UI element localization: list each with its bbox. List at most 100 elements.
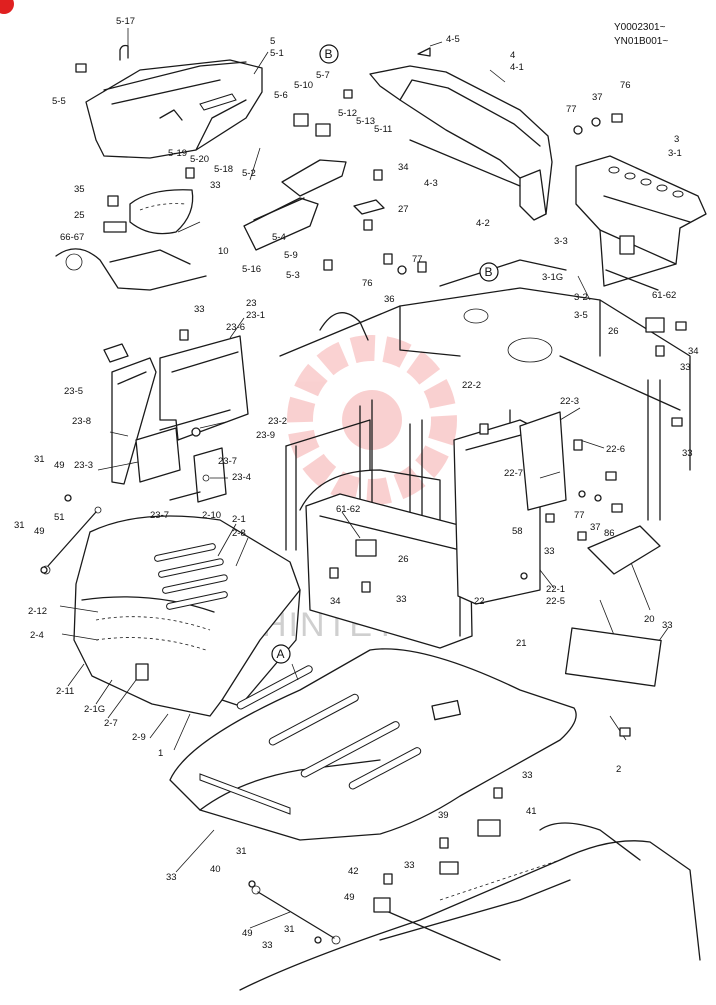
part-label: 77 bbox=[574, 510, 585, 521]
part-label: 61-62 bbox=[336, 504, 360, 515]
part-label: 31 bbox=[236, 846, 247, 857]
part-label: 23 bbox=[246, 298, 257, 309]
part-label: 27 bbox=[398, 204, 409, 215]
fender-vent-slots bbox=[154, 543, 228, 610]
part-label: 37 bbox=[590, 522, 601, 533]
part-label: 2-9 bbox=[132, 732, 146, 743]
part-label: 5-11 bbox=[374, 124, 392, 135]
part-label: 41 bbox=[526, 806, 537, 817]
part-label: 22-2 bbox=[462, 380, 481, 391]
part-label: 5-10 bbox=[294, 80, 313, 91]
part-label: 3-2 bbox=[574, 292, 588, 303]
part-label: 2 bbox=[616, 764, 621, 775]
part-label: 5-9 bbox=[284, 250, 298, 261]
part-label: 2-4 bbox=[30, 630, 44, 641]
serial-range-1: Y0002301~ bbox=[614, 22, 666, 33]
part-label: 76 bbox=[620, 80, 631, 91]
part-label: 49 bbox=[344, 892, 355, 903]
part-label: 33 bbox=[396, 594, 407, 605]
hinge-brackets bbox=[103, 113, 665, 913]
part-label: 5-7 bbox=[316, 70, 330, 81]
part-label: 76 bbox=[362, 278, 373, 289]
wire-42-drawing bbox=[383, 909, 501, 961]
part-label: 49 bbox=[242, 928, 253, 939]
part-label: 37 bbox=[592, 92, 603, 103]
part-label: 10 bbox=[218, 246, 229, 257]
cover-10-drawing bbox=[129, 189, 194, 235]
part-label: 5-3 bbox=[286, 270, 300, 281]
gas-strut-40-drawing bbox=[251, 885, 341, 945]
part-label: 23-9 bbox=[256, 430, 275, 441]
part-label: 33 bbox=[682, 448, 693, 459]
panel-23-drawing bbox=[103, 335, 249, 503]
part-label: 66-67 bbox=[60, 232, 84, 243]
part-label: 21 bbox=[516, 638, 527, 649]
part-label: 77 bbox=[412, 254, 423, 265]
part-label: 23-6 bbox=[226, 322, 245, 333]
hinge-bracket-drawing bbox=[55, 248, 207, 291]
hood-1-drawing bbox=[169, 648, 577, 841]
part-label: 33 bbox=[404, 860, 415, 871]
part-label: 2-1 bbox=[232, 514, 246, 525]
part-label: 5-20 bbox=[190, 154, 209, 165]
part-label: 42 bbox=[348, 866, 359, 877]
latch-27-drawing bbox=[353, 199, 385, 215]
part-label: 58 bbox=[512, 526, 523, 537]
part-label: 23-4 bbox=[232, 472, 251, 483]
part-label: 3-5 bbox=[574, 310, 588, 321]
part-label: 51 bbox=[54, 512, 65, 523]
part-label: 35 bbox=[74, 184, 85, 195]
part-label: 5-16 bbox=[242, 264, 261, 275]
part-label: 33 bbox=[210, 180, 221, 191]
part-label: 49 bbox=[34, 526, 45, 537]
part-label: 5-12 bbox=[338, 108, 357, 119]
part-label: 22-1 bbox=[546, 584, 565, 595]
part-label: 49 bbox=[54, 460, 65, 471]
part-label: 20 bbox=[644, 614, 655, 625]
part-label: 2-10 bbox=[202, 510, 221, 521]
ref-marker-b-top: B bbox=[319, 44, 339, 64]
part-label: 4-5 bbox=[446, 34, 460, 45]
part-label: 2-1G bbox=[84, 704, 105, 715]
cover-4-drawing bbox=[369, 47, 553, 221]
part-label: 31 bbox=[284, 924, 295, 935]
part-label: 5-18 bbox=[214, 164, 233, 175]
part-label: 77 bbox=[566, 104, 577, 115]
part-label: 2-7 bbox=[104, 718, 118, 729]
part-label: 33 bbox=[262, 940, 273, 951]
part-label: 22 bbox=[474, 596, 485, 607]
part-label: 25 bbox=[74, 210, 85, 221]
part-label: 22-3 bbox=[560, 396, 579, 407]
part-label: 5-2 bbox=[242, 168, 256, 179]
serial-range-2: YN01B001~ bbox=[614, 36, 668, 47]
cover-5-drawing bbox=[85, 44, 263, 159]
part-label: 34 bbox=[688, 346, 699, 357]
part-label: 33 bbox=[662, 620, 673, 631]
part-label: 23-8 bbox=[72, 416, 91, 427]
part-label: 4-3 bbox=[424, 178, 438, 189]
part-label: 23-3 bbox=[74, 460, 93, 471]
engine-frame-drawing bbox=[279, 259, 691, 471]
part-label: 34 bbox=[330, 596, 341, 607]
vent-holes bbox=[608, 166, 684, 198]
part-label: 23-2 bbox=[268, 416, 287, 427]
fender-2-drawing bbox=[73, 515, 301, 717]
part-label: 5-5 bbox=[52, 96, 66, 107]
part-label: 2-12 bbox=[28, 606, 47, 617]
bolt-icons bbox=[40, 63, 687, 944]
part-label: 5-6 bbox=[274, 90, 288, 101]
machine-body-drawing bbox=[239, 822, 701, 991]
part-label: 61-62 bbox=[652, 290, 676, 301]
part-label: 23-1 bbox=[246, 310, 265, 321]
part-label: 22-7 bbox=[504, 468, 523, 479]
radiator-22-drawing bbox=[305, 411, 567, 649]
part-label: 39 bbox=[438, 810, 449, 821]
part-label: 40 bbox=[210, 864, 221, 875]
part-label: 4-2 bbox=[476, 218, 490, 229]
part-label: 33 bbox=[522, 770, 533, 781]
ref-marker-b-mid: B bbox=[479, 262, 499, 282]
part-label: 3-1 bbox=[668, 148, 682, 159]
corner-badge bbox=[0, 0, 14, 14]
